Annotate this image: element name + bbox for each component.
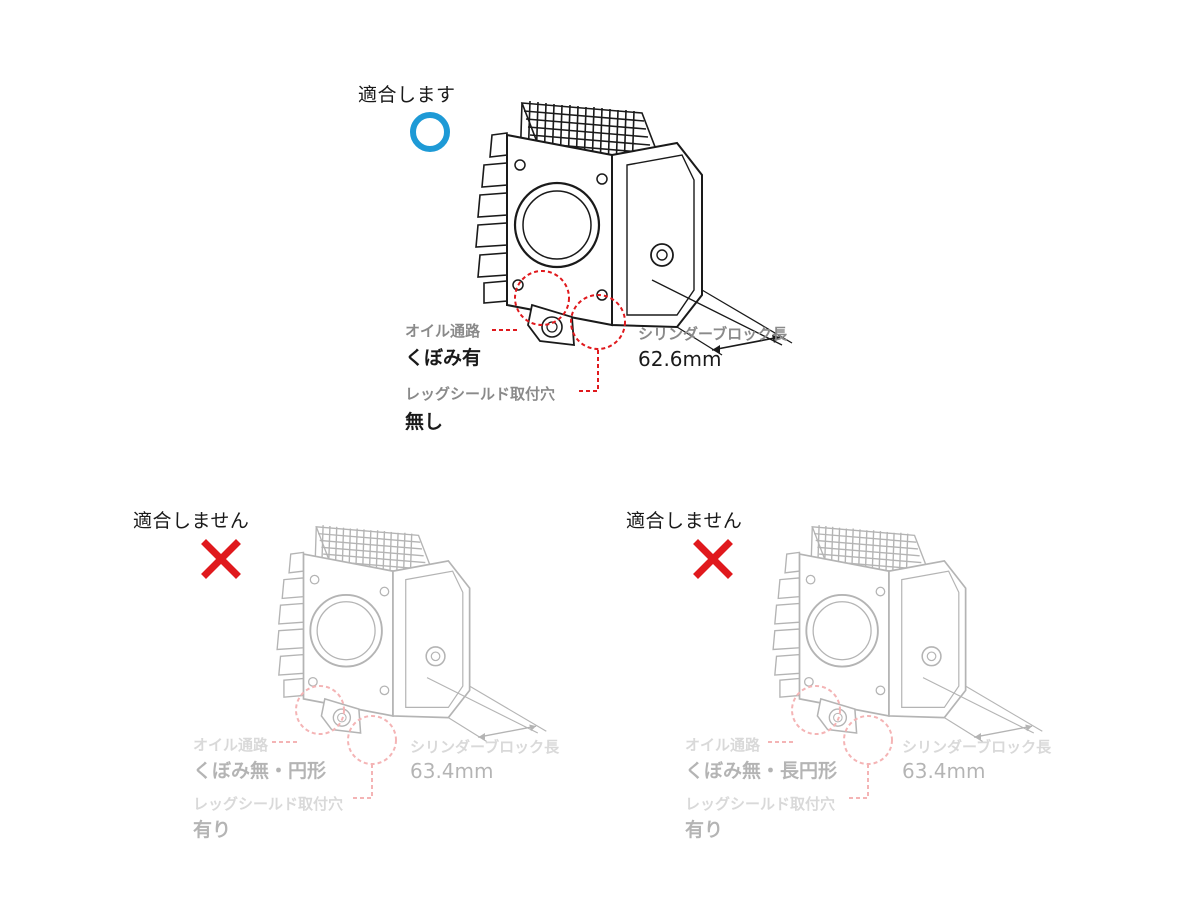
cross-ng-icon [201, 539, 241, 579]
faded-diagram: オイル通路 くぼみ無・長円形 シリンダーブロック長 63.4mm レッグシールド… [600, 450, 1200, 901]
panel-fits: 適合します オイル通路 くぼみ有 シリンダーブロック長 62.6mm レッグシー… [0, 0, 1200, 450]
cylinder-length-label: シリンダーブロック長 [902, 738, 1052, 756]
faded-diagram: オイル通路 くぼみ無・円形 シリンダーブロック長 63.4mm レッグシールド取… [0, 450, 600, 901]
panel-not-fit-round: 適合しません オイル通路 くぼみ無・円形 シリンダーブロック長 63.4mm レ… [0, 450, 600, 901]
cylinder-length-label: シリンダーブロック長 [638, 325, 788, 343]
cylinder-length-value: 62.6mm [638, 347, 722, 371]
cross-ng-icon [693, 539, 733, 579]
cylinder-length-value: 63.4mm [410, 759, 494, 783]
verdict-label: 適合します [358, 84, 456, 106]
oil-passage-value: くぼみ無・長円形 [685, 760, 838, 782]
verdict-label: 適合しません [133, 510, 250, 532]
oil-passage-value: くぼみ有 [405, 347, 482, 369]
leg-shield-hole-label: レッグシールド取付穴 [193, 795, 344, 813]
circle-ok-icon [410, 112, 450, 152]
oil-passage-label: オイル通路 [405, 322, 481, 340]
callout-lines [768, 685, 893, 799]
cylinder-length-value: 63.4mm [902, 759, 986, 783]
oil-passage-label: オイル通路 [193, 736, 269, 754]
panel-not-fit-oval: 適合しません オイル通路 くぼみ無・長円形 シリンダーブロック長 63.4mm … [600, 450, 1200, 901]
cylinder-length-label: シリンダーブロック長 [410, 738, 560, 756]
oil-passage-label: オイル通路 [685, 736, 761, 754]
oil-passage-value: くぼみ無・円形 [193, 760, 327, 782]
callout-lines [272, 685, 397, 799]
leg-shield-hole-label: レッグシールド取付穴 [405, 385, 556, 403]
callout-lines [492, 270, 626, 392]
verdict-label: 適合しません [626, 510, 743, 532]
leg-shield-hole-value: 有り [685, 819, 724, 841]
leg-shield-hole-value: 無し [405, 411, 444, 433]
leg-shield-hole-label: レッグシールド取付穴 [685, 795, 836, 813]
leg-shield-hole-value: 有り [193, 819, 232, 841]
